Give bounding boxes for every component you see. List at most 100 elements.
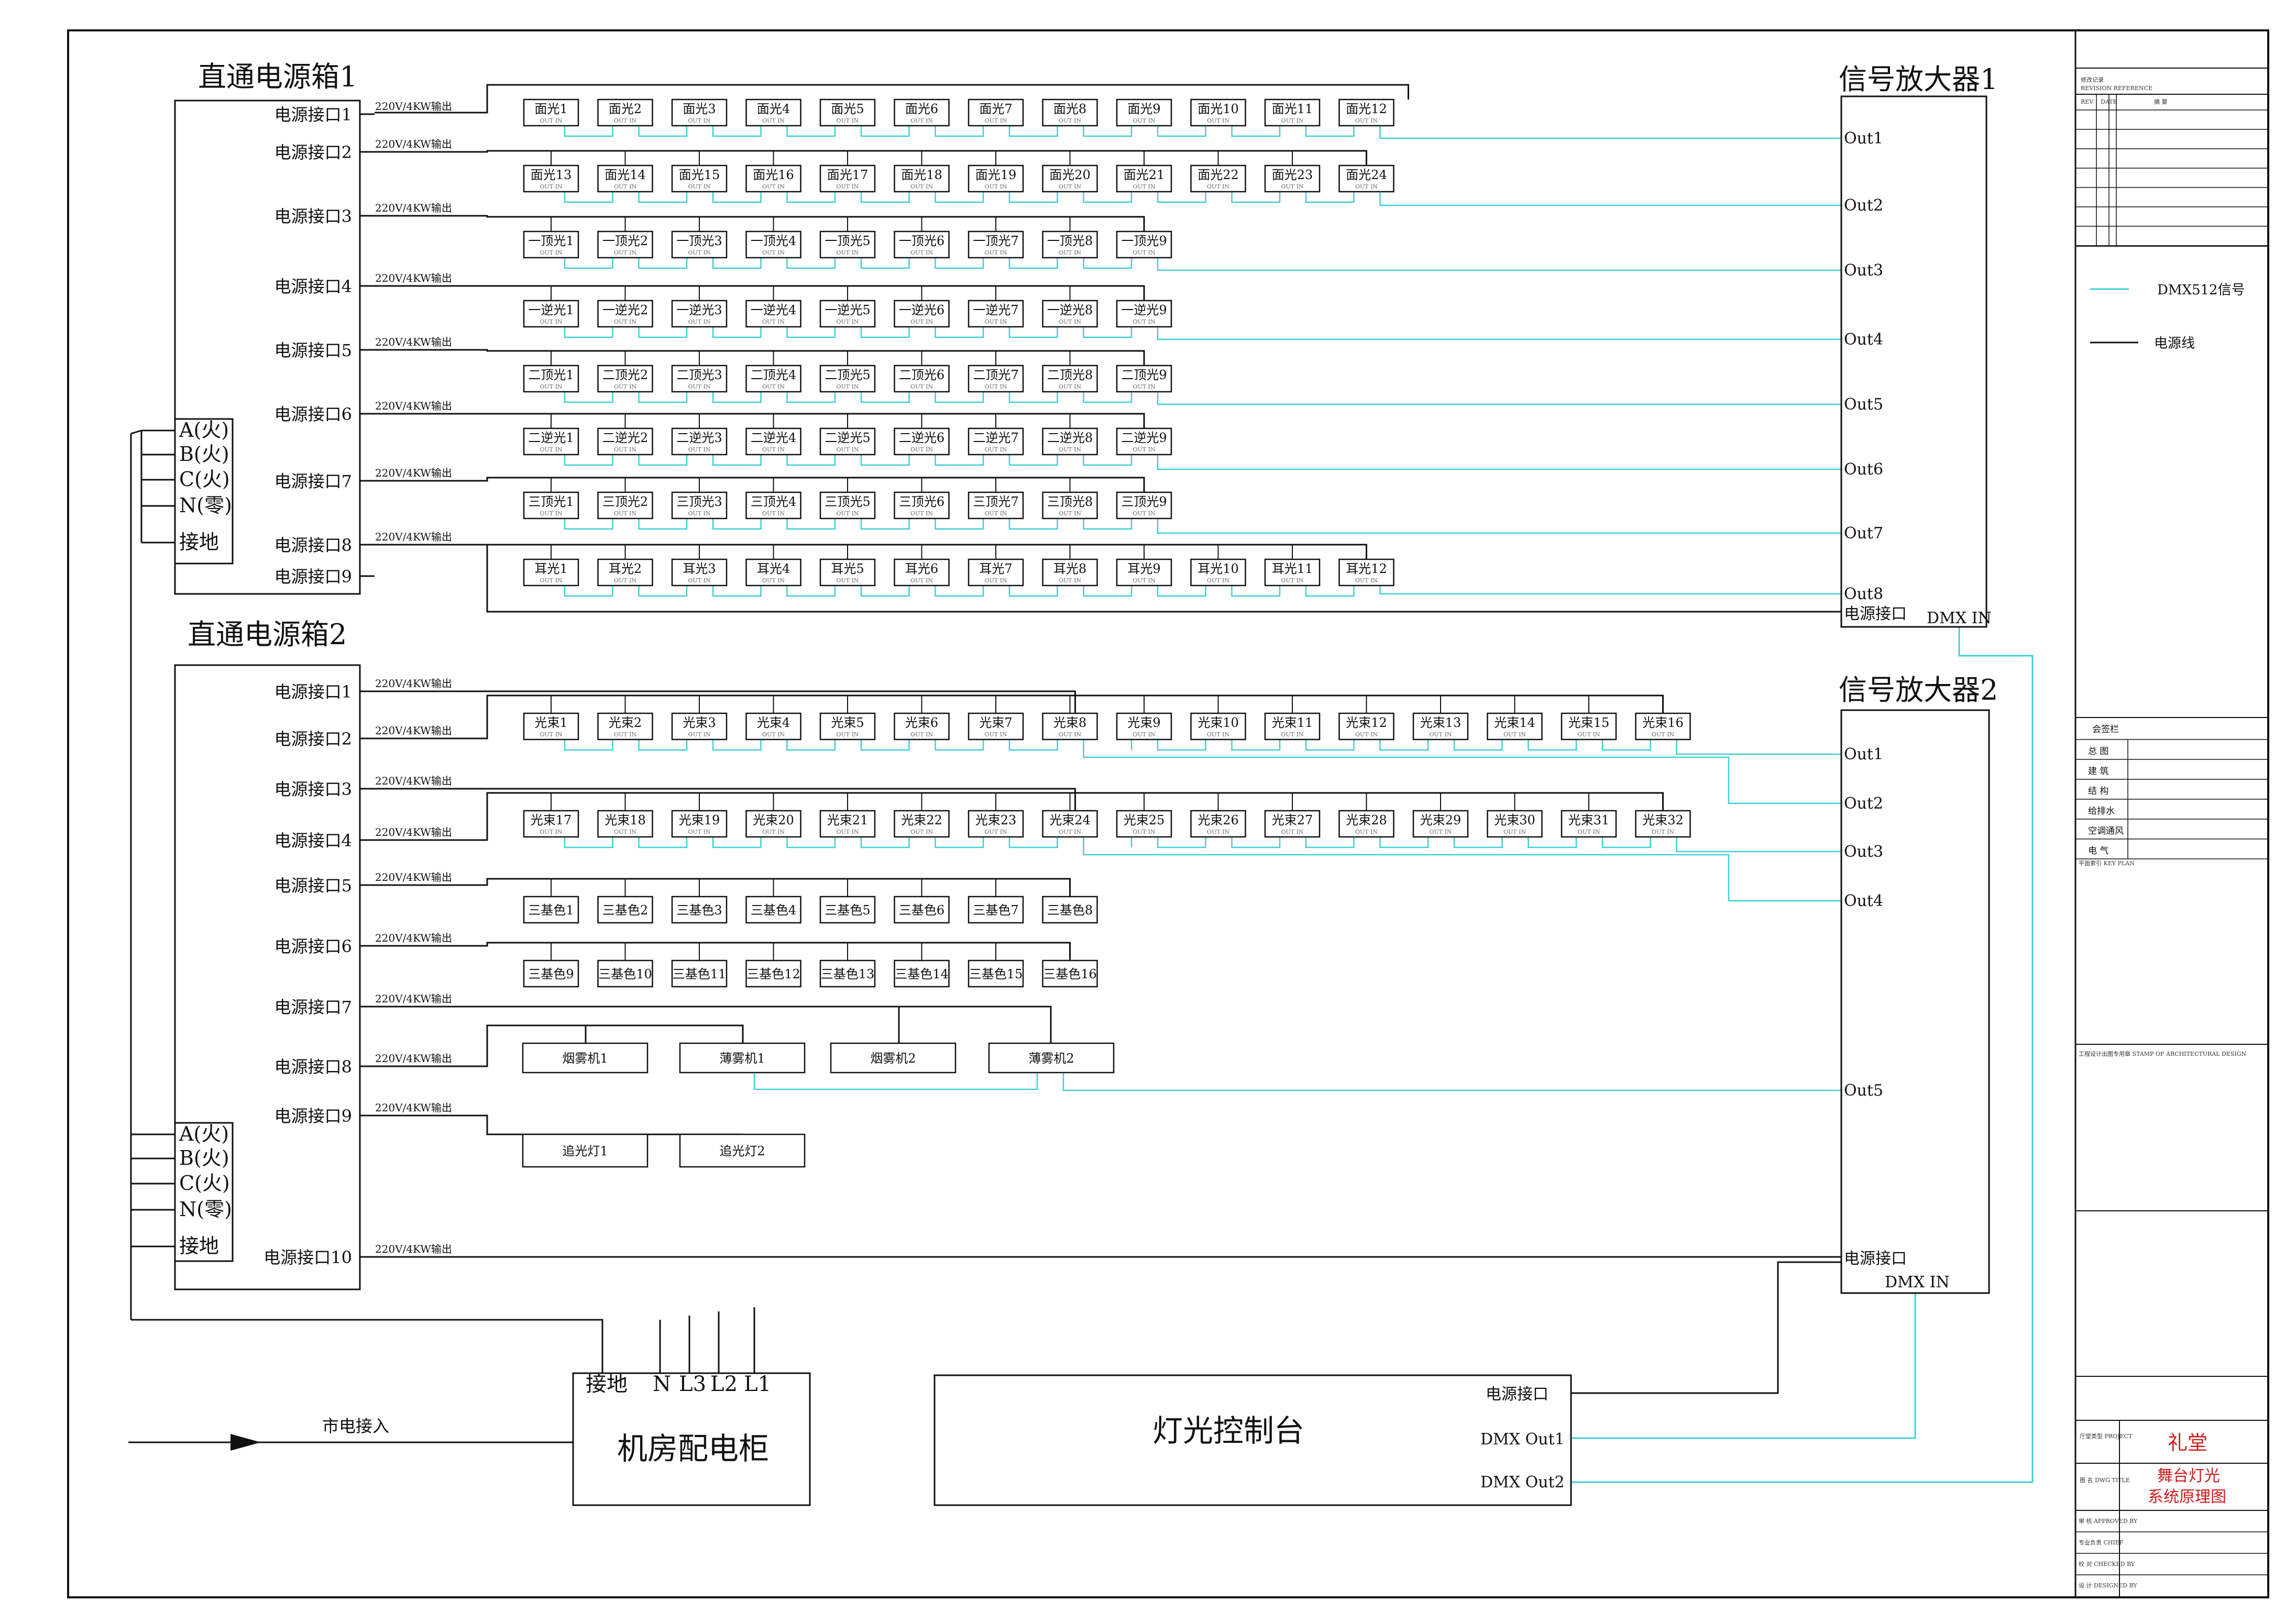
fixture-2-1-1-label: 光束1 [534,715,567,730]
fixture-1-1-8-label: 面光8 [1053,102,1086,116]
fixture-1-2-2-io-label: OUT IN [614,183,636,190]
fixture-1-3-5-label: 一顶光5 [825,234,870,248]
power-box-2-phase-1: A(火) [179,1122,229,1145]
amp-2-power-port: 电源接口 [1844,1250,1907,1268]
fixture-2-1-14-box [1487,712,1543,741]
fixture-2-1-12-io-label: OUT IN [1355,731,1378,738]
fixture-2-2-16-io-label: OUT IN [1652,829,1674,835]
role-1: 审 核 APPROVED BY [2079,1517,2138,1525]
fixture-1-3-8-box [1042,230,1098,259]
fixture-1-6-5-box [819,427,876,456]
terminal-l1: L1 [744,1372,771,1396]
wiring: 220V/4KW输出220V/4KW输出220V/4KW输出220V/4KW输出… [130,84,2034,1483]
fixture-1-7-8-label: 三顶光8 [1047,494,1093,509]
power-box-2-port-8: 电源接口8 [274,1057,352,1077]
dmx-link-1-5-8 [1083,392,1133,403]
power-bus-2-3 [375,878,1071,897]
fixture-1-7-5-label: 三顶光5 [825,494,870,509]
dmx-link-1-4-5 [860,327,910,338]
power-box-2-phases: A(火)B(火)C(火)N(零)接地 [179,1122,232,1257]
fixture-2-4-7-label: 三基色15 [969,967,1023,981]
dmx-link-1-5-1 [564,392,613,403]
fixture-2-3-5: 三基色5 [819,896,876,924]
fixture-1-8-11-label: 耳光11 [1272,561,1313,576]
fixture-1-1-5-io-label: OUT IN [836,117,859,124]
fixture-1-6-4-label: 二逆光4 [751,430,796,445]
fixture-2-1-10-label: 光束10 [1198,715,1239,730]
dmx-return-2-2b [1676,837,1841,853]
fixture-1-1-2-io-label: OUT IN [614,117,636,124]
fixture-2-3-4: 三基色4 [745,896,801,924]
fixture-1-1-6-io-label: OUT IN [910,117,933,124]
fixture-1-8-9-io-label: OUT IN [1133,577,1155,584]
fixture-2-1-8-label: 光束8 [1053,715,1086,730]
sign-row-4: 给排水 [2088,806,2115,816]
dmx-link-1-7-7 [1008,518,1058,530]
fixture-1-5-3-label: 二顶光3 [676,368,722,382]
lighting-console-title: 灯光控制台 [1152,1413,1304,1449]
fixture-2-1-6-box [894,712,950,741]
dwg-title-label: 图 名 DWG TITLE [2080,1476,2130,1484]
fixture-1-2-9-label: 面光21 [1124,168,1165,182]
feed-label-2-3: 220V/4KW输出 [375,775,452,787]
fixture-1-1-7-io-label: OUT IN [984,117,1007,124]
fixture-2-4-2-label: 三基色10 [598,967,652,981]
dmx-link-2-2-11 [1305,837,1355,848]
fixture-1-4-7-box [968,300,1024,328]
power-box-2-ports: 电源接口1电源接口2电源接口3电源接口4电源接口5电源接口6电源接口7电源接口8… [263,682,352,1267]
sheet-frame [67,29,2269,1598]
power-bus-1-8 [375,544,1841,613]
dmx-return-1-6 [1157,455,1841,470]
fixture-1-8-2-label: 耳光2 [609,561,642,576]
fixture-2-1-8-io-label: OUT IN [1059,731,1081,738]
dmx-link-1-2-7 [1008,192,1058,203]
fixture-1-2-1-box [523,164,579,193]
power-box-2-phase-4: N(零) [179,1198,232,1221]
dmx-link-1-3-1 [564,258,613,269]
mains-input-label: 市电接入 [322,1416,389,1436]
dmx-return-1-3 [1157,258,1841,271]
fixture-1-6-1-io-label: OUT IN [540,446,562,453]
fixture-2-4-5: 三基色13 [819,959,876,988]
dmx-link-1-4-3 [712,327,762,338]
fixture-2-1-15-label: 光束15 [1568,715,1610,730]
fixture-2-3-1-label: 三基色1 [528,903,574,918]
dmx-link-1-1-11 [1305,126,1355,137]
power-bus-1-3 [375,215,1145,231]
fixture-2-3-7-label: 三基色7 [973,903,1018,918]
fixture-1-7-4-io-label: OUT IN [762,510,785,517]
fixture-2-1-4-box [745,712,801,741]
fixture-2-4-1: 三基色9 [523,959,579,988]
dmx-link-1-6-6 [935,455,984,466]
dmx-link-1-7-3 [712,518,762,530]
fixture-1-4-9-label: 一逆光9 [1121,303,1167,317]
feed-label-1-6: 220V/4KW输出 [375,400,452,412]
fixture-1-8-12-io-label: OUT IN [1355,577,1378,584]
fixture-2-1-7-box [968,712,1024,741]
fixture-2-2-15-io-label: OUT IN [1577,829,1600,835]
fixture-1-8-5-box [819,558,876,587]
fixture-1-2-7-io-label: OUT IN [984,183,1007,190]
keyplan-label: 平面索引 KEY PLAN [2079,859,2135,867]
dmx-link-1-6-1 [564,455,613,466]
fixture-2-3-2: 三基色2 [597,896,653,924]
power-box-2-phase-2: B(火) [179,1146,229,1169]
fixture-1-7-9-label: 三顶光9 [1121,494,1167,509]
fixture-1-5-5-label: 二顶光5 [825,368,870,382]
fixture-1-1-3-box [671,98,728,127]
dmx-link-1-1-10 [1231,126,1281,137]
fixture-1-1-7-box [968,98,1024,127]
power-bus-2-1b [375,690,1076,713]
